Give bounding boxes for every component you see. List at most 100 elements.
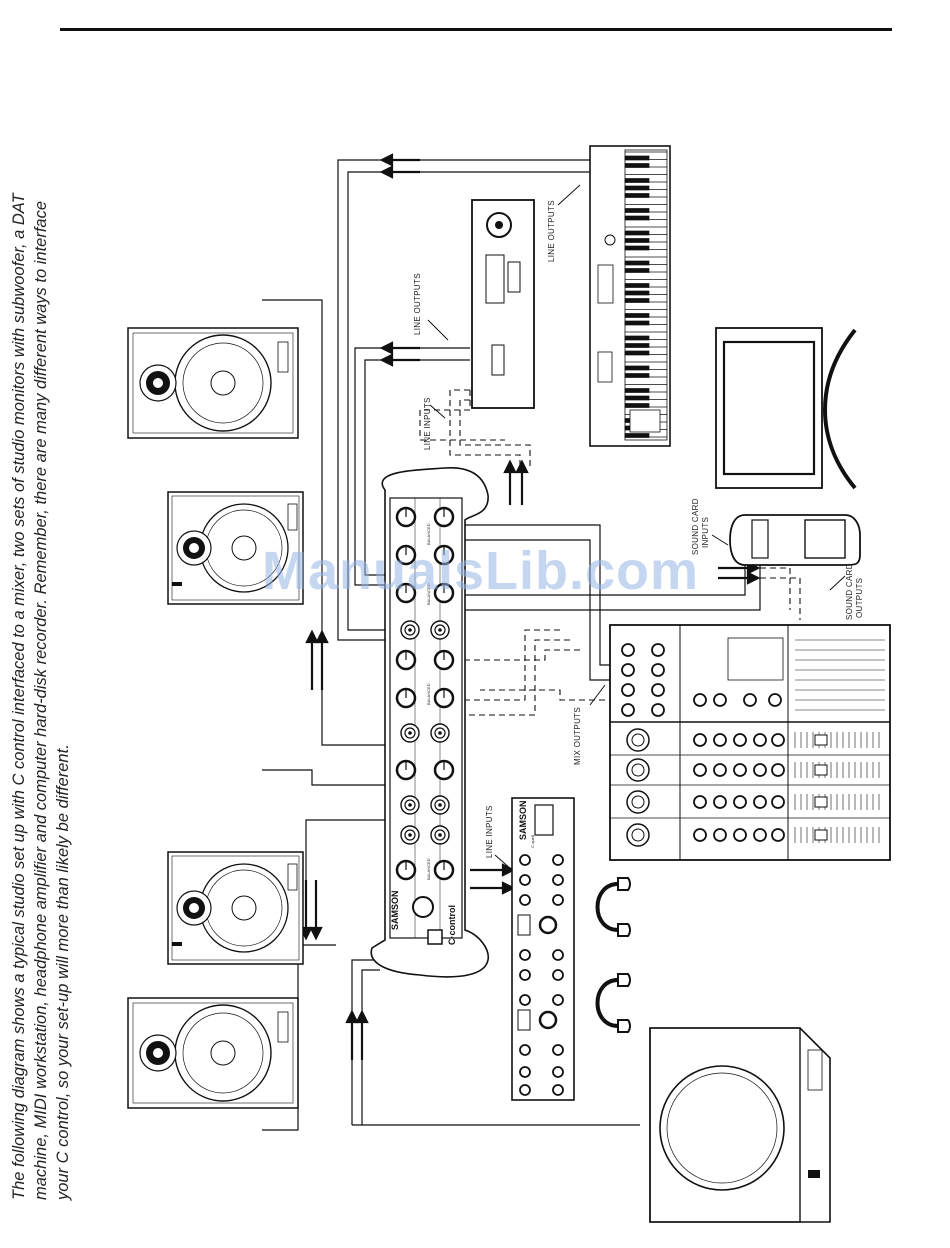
mixer-knob [693, 795, 707, 809]
computer-monitor [715, 327, 857, 490]
mixer-jack [651, 683, 665, 697]
signal-flow-arrows [299, 153, 761, 1060]
mixer-master-knob [743, 693, 757, 707]
mixer-knob [753, 828, 767, 842]
label-dat-line-outputs: LINE OUTPUTS [413, 273, 422, 335]
black-key [624, 350, 650, 356]
mixer-knob [771, 763, 785, 777]
black-key [624, 388, 650, 393]
subwoofer [649, 1027, 831, 1223]
mixer-jack [651, 643, 665, 657]
amp-knob [552, 1044, 564, 1056]
black-key [624, 298, 650, 303]
label-sound-card-outputs-2: OUTPUTS [855, 578, 864, 618]
mixer-master-knob [768, 693, 782, 707]
amp-knob [519, 854, 531, 866]
amp-knob [552, 1066, 564, 1078]
diagram-labels: LINE OUTPUTS LINE OUTPUTS LINE INPUTS LI… [413, 184, 864, 871]
black-key [624, 403, 650, 408]
black-key [624, 283, 650, 288]
mixer-jack [651, 703, 665, 717]
mixer-xlr-inner [631, 763, 645, 777]
headphone-amplifier: SAMSON C·que8 [511, 797, 575, 1101]
black-key [624, 335, 650, 341]
black-key [624, 178, 650, 183]
black-key [624, 238, 650, 243]
label-sound-card-inputs-2: INPUTS [701, 517, 710, 548]
amp-knob [519, 949, 531, 961]
label-keyboard-line-outputs: LINE OUTPUTS [547, 200, 556, 262]
mixer-knob [733, 733, 747, 747]
mixer-knob [733, 828, 747, 842]
dat-machine [471, 199, 535, 409]
amp-knob [552, 874, 564, 886]
black-key [624, 395, 650, 401]
amp-switch [517, 914, 531, 936]
computer-sound-card [729, 514, 861, 566]
black-key [624, 215, 650, 221]
amp-knob [519, 894, 531, 906]
black-key [624, 208, 650, 213]
mixer-knob [713, 733, 727, 747]
studio-monitor-small-bottom [167, 851, 304, 965]
black-key [624, 260, 650, 266]
c-control-knobs [395, 506, 455, 945]
mixer-master-knob [713, 693, 727, 707]
mixer-jack [621, 643, 635, 657]
mixer-knob [753, 795, 767, 809]
amp-knob [552, 894, 564, 906]
studio-monitor-large-bottom [127, 997, 299, 1109]
mixer-jack [621, 683, 635, 697]
midi-keyboard [589, 145, 671, 447]
fader-cap [814, 734, 828, 746]
amp-knob [519, 1066, 531, 1078]
black-key [624, 373, 650, 378]
manualslib-watermark: ManualsLib.com [262, 541, 700, 601]
amp-knob [519, 969, 531, 981]
amp-knob [519, 1084, 531, 1096]
mixer-jack [621, 663, 635, 677]
black-key [624, 185, 650, 191]
fader-cap [814, 796, 828, 808]
balanced-label-3: BALANCED [426, 683, 431, 705]
mixer-knob [771, 733, 785, 747]
fader-cap [814, 764, 828, 776]
black-key [624, 155, 650, 161]
samson-logo: SAMSON [390, 890, 400, 930]
mixer-xlr-inner [631, 733, 645, 747]
fader-cap [814, 829, 828, 841]
mixer-knob [753, 733, 767, 747]
amp-knob [552, 1084, 564, 1096]
black-key [624, 245, 650, 251]
black-key [624, 365, 650, 371]
label-sound-card-inputs-1: SOUND CARD [691, 498, 700, 555]
mixer-knob [693, 828, 707, 842]
black-key [624, 163, 650, 168]
amp-knob [519, 994, 531, 1006]
amp-knob [519, 1044, 531, 1056]
mixer-xlr-inner [631, 795, 645, 809]
amp-knob [519, 874, 531, 886]
c-control-logo: C·control [447, 905, 457, 945]
mixer-knob [713, 763, 727, 777]
headphones-2 [595, 972, 632, 1034]
balanced-label-1: BALANCED [426, 523, 431, 545]
black-key [624, 433, 650, 438]
mixer-xlr-inner [631, 828, 645, 842]
mixer-knob [771, 795, 785, 809]
cque-samson-label: SAMSON [518, 800, 528, 840]
black-key [624, 320, 650, 326]
amp-headphone-jack [538, 915, 558, 935]
cque-model-label: C·que8 [530, 834, 535, 848]
black-key [624, 313, 650, 318]
balanced-label-4: BALANCED [426, 858, 431, 880]
black-key [624, 268, 650, 273]
mixer-knob [733, 795, 747, 809]
black-key [624, 290, 650, 296]
mixer-knob [693, 733, 707, 747]
mixer [609, 624, 891, 861]
mixer-jack [621, 703, 635, 717]
top-rule [60, 28, 892, 31]
label-sound-card-outputs-1: SOUND CARD [845, 563, 854, 620]
mixer-knob [713, 828, 727, 842]
